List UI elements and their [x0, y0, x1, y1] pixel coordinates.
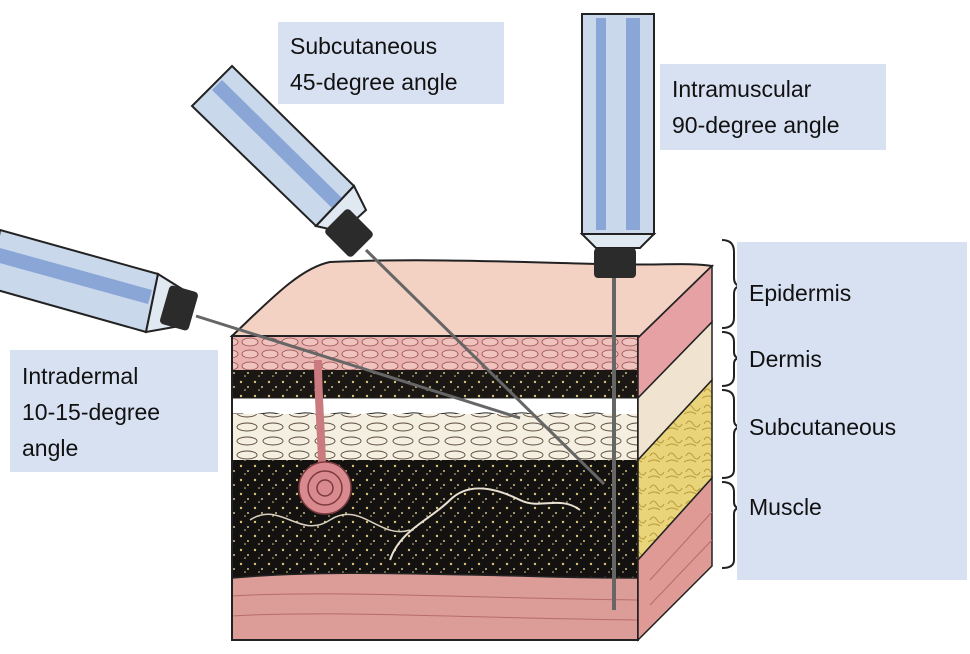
layer-label-subcutaneous: Subcutaneous: [749, 414, 897, 440]
layer-label-epidermis: Epidermis: [749, 280, 852, 306]
intradermal-syringe: [0, 228, 521, 420]
skin-front-face: [231, 335, 639, 641]
subcutaneous-label: Subcutaneous 45-degree angle: [278, 22, 504, 104]
skin-side-face: [637, 264, 713, 642]
intradermal-label-angle: 10-15-degree: [22, 399, 161, 425]
intradermal-label-title: Intradermal: [22, 363, 139, 389]
subcutaneous-label-angle: 45-degree angle: [290, 69, 458, 95]
skin-layers-legend: Epidermis Dermis Subcutaneous Muscle: [737, 242, 967, 580]
intramuscular-label-angle: 90-degree angle: [672, 112, 840, 138]
layer-label-muscle: Muscle: [749, 494, 822, 520]
subcutaneous-label-title: Subcutaneous: [290, 33, 438, 59]
intradermal-label-angle-unit: angle: [22, 435, 79, 461]
sweat-gland: [298, 359, 352, 515]
layer-label-dermis: Dermis: [749, 346, 822, 372]
intramuscular-syringe: [579, 13, 657, 610]
subcutaneous-syringe: [190, 64, 606, 486]
intramuscular-label: Intramuscular 90-degree angle: [660, 64, 886, 150]
intradermal-label: Intradermal 10-15-degree angle: [10, 350, 218, 472]
skin-surface: [229, 259, 715, 340]
intramuscular-label-title: Intramuscular: [672, 76, 812, 102]
